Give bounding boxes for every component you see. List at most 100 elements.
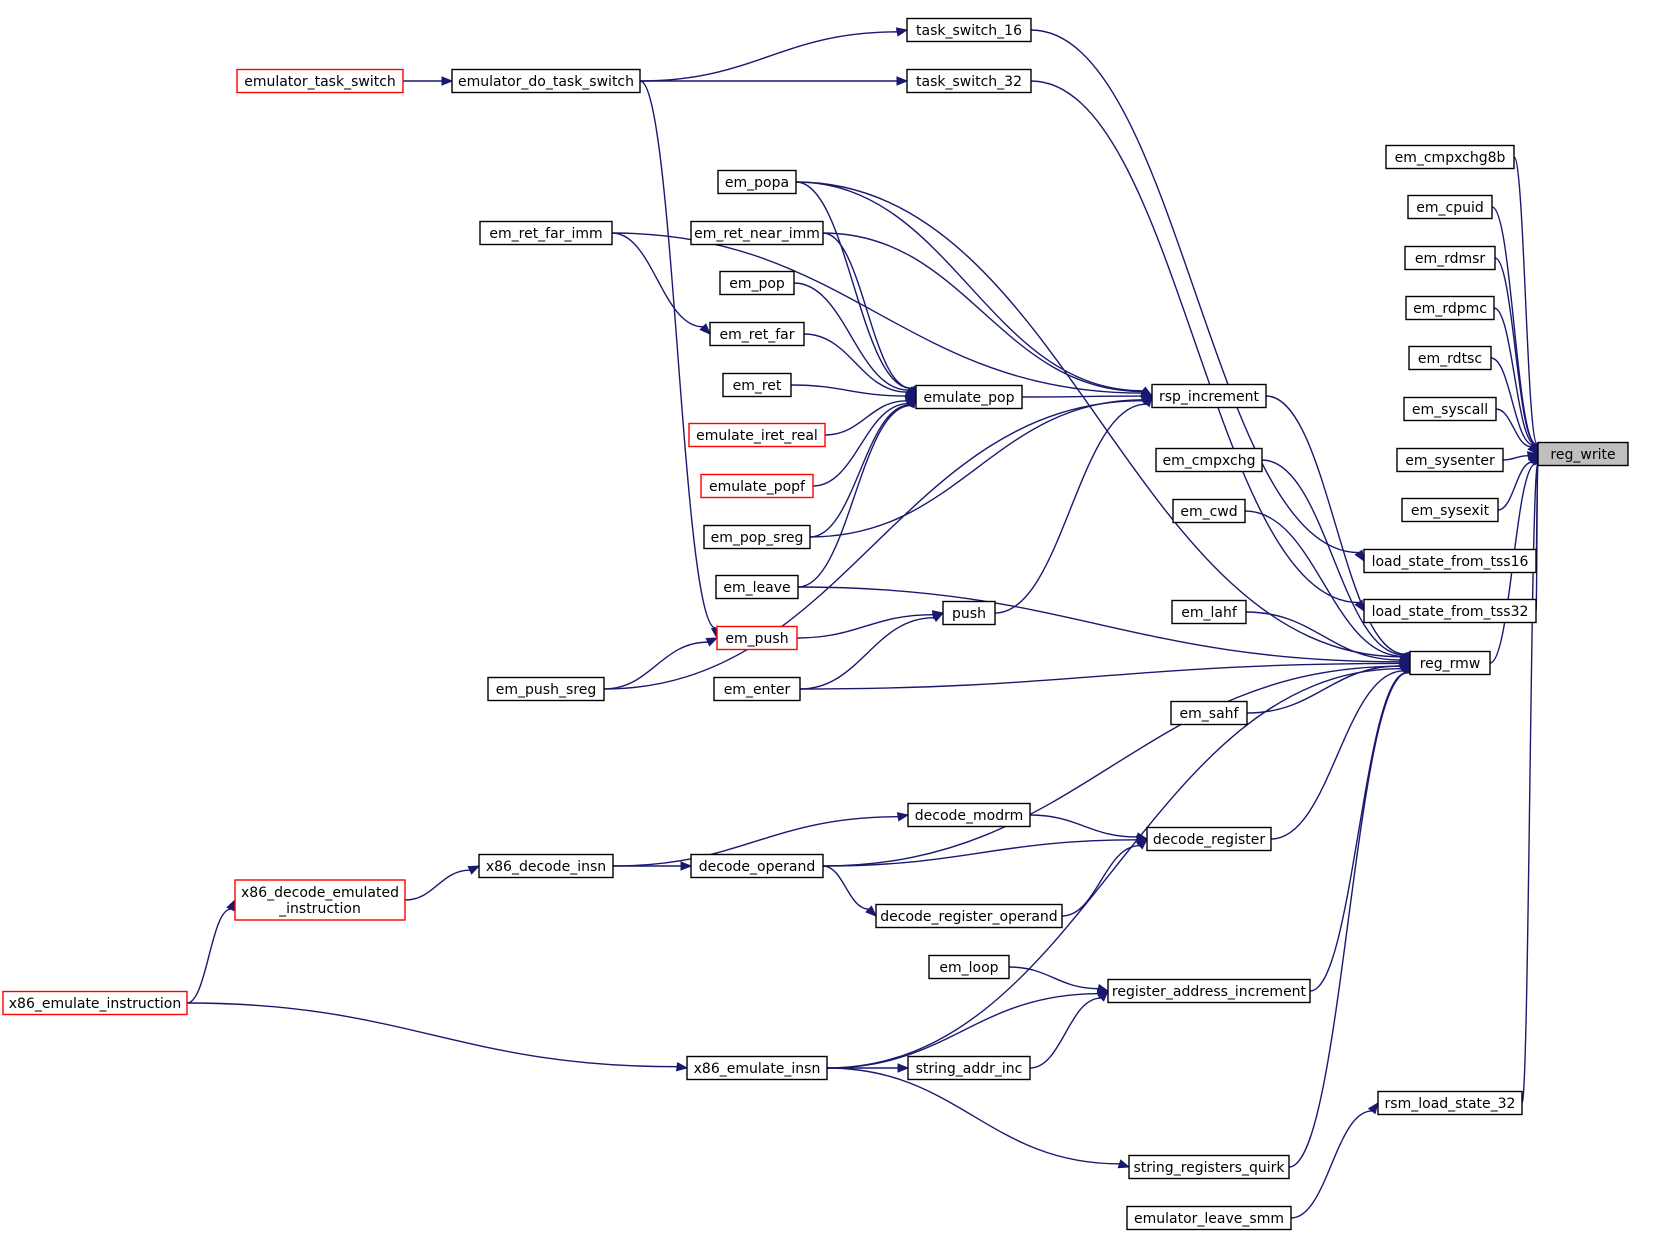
edge-em_ret_far-to-emulate_pop <box>803 333 918 398</box>
nodes-layer: reg_write em_cmpxchg8b em_cpuid em_rdmsr em_… <box>2 17 1629 1231</box>
node-emulate_iret_real[interactable]: emulate_iret_real <box>688 422 826 448</box>
node-em_push_sreg[interactable]: em_push_sreg <box>487 676 605 702</box>
node-em_cmpxchg8b[interactable]: em_cmpxchg8b <box>1385 144 1515 170</box>
node-decode_register_operand[interactable]: decode_register_operand <box>875 903 1063 929</box>
node-rsp_increment[interactable]: rsp_increment <box>1151 383 1267 409</box>
arrowhead-icon <box>1140 395 1154 406</box>
node-emulator_task_switch[interactable]: emulator_task_switch <box>236 68 404 94</box>
edge-line <box>1261 459 1405 656</box>
node-label: em_rdmsr <box>1415 251 1486 267</box>
edge-em_cwd-to-reg_rmw <box>1244 510 1411 664</box>
node-emulate_pop[interactable]: emulate_pop <box>915 384 1023 410</box>
node-register_address_increment[interactable]: register_address_increment <box>1107 978 1311 1004</box>
edge-line <box>826 992 1099 1069</box>
edge-emulator_do_task_switch-to-task_switch_16 <box>639 27 909 82</box>
node-label: em_pop_sreg <box>711 530 804 546</box>
node-label: x86_emulate_instruction <box>9 996 181 1012</box>
node-x86_decode_emulated_instruction[interactable]: x86_decode_emulated_instruction <box>234 879 406 921</box>
node-em_pop_sreg[interactable]: em_pop_sreg <box>703 524 811 550</box>
node-load_state_from_tss32[interactable]: load_state_from_tss32 <box>1363 598 1537 624</box>
edge-line <box>809 399 1143 538</box>
node-push[interactable]: push <box>942 600 996 626</box>
node-em_sysexit[interactable]: em_sysexit <box>1401 497 1499 523</box>
node-em_cpuid[interactable]: em_cpuid <box>1407 194 1493 220</box>
node-em_rdpmc[interactable]: em_rdpmc <box>1405 295 1495 321</box>
node-x86_emulate_insn[interactable]: x86_emulate_insn <box>686 1055 828 1081</box>
node-x86_decode_insn[interactable]: x86_decode_insn <box>478 853 614 879</box>
edge-line <box>1493 307 1536 446</box>
node-em_rdtsc[interactable]: em_rdtsc <box>1408 345 1492 371</box>
node-em_cmpxchg[interactable]: em_cmpxchg <box>1155 447 1263 473</box>
node-decode_operand[interactable]: decode_operand <box>690 853 824 879</box>
node-box <box>688 422 826 448</box>
arrowhead-icon <box>897 1063 910 1073</box>
node-box <box>487 676 605 702</box>
node-em_sysenter[interactable]: em_sysenter <box>1396 447 1504 473</box>
node-em_ret_near_imm[interactable]: em_ret_near_imm <box>690 220 824 246</box>
node-em_pop[interactable]: em_pop <box>719 270 795 296</box>
edge-line <box>1265 395 1406 655</box>
node-em_cwd[interactable]: em_cwd <box>1172 498 1246 524</box>
node-em_loop[interactable]: em_loop <box>928 954 1010 980</box>
node-em_sahf[interactable]: em_sahf <box>1170 700 1248 726</box>
node-label: em_loop <box>939 960 998 976</box>
node-emulator_leave_smm[interactable]: emulator_leave_smm <box>1126 1205 1292 1231</box>
node-em_rdmsr[interactable]: em_rdmsr <box>1404 245 1496 271</box>
arrowhead-icon <box>1367 1101 1379 1115</box>
node-rsm_load_state_32[interactable]: rsm_load_state_32 <box>1377 1090 1523 1116</box>
edge-line <box>790 384 907 397</box>
edge-em_push_sreg-to-rsp_increment <box>603 395 1154 690</box>
node-box <box>717 169 797 195</box>
edge-line <box>1008 966 1099 990</box>
node-label: decode_modrm <box>915 808 1024 824</box>
node-em_popa[interactable]: em_popa <box>717 169 797 195</box>
node-em_leave[interactable]: em_leave <box>715 574 799 600</box>
node-label: em_enter <box>724 682 791 698</box>
node-decode_register[interactable]: decode_register <box>1146 826 1272 852</box>
node-em_syscall[interactable]: em_syscall <box>1403 396 1497 422</box>
arrowhead-icon <box>931 612 945 623</box>
edge-em_popa-to-reg_rmw <box>795 181 1412 664</box>
node-label: em_ret <box>733 378 782 394</box>
node-emulate_popf[interactable]: emulate_popf <box>700 473 814 499</box>
node-box <box>1407 194 1493 220</box>
edge-emulate_popf-to-emulate_pop <box>812 396 918 487</box>
node-em_ret_far[interactable]: em_ret_far <box>709 321 805 347</box>
node-em_ret[interactable]: em_ret <box>722 372 792 398</box>
node-decode_modrm[interactable]: decode_modrm <box>907 802 1031 828</box>
edge-line <box>1290 1110 1373 1219</box>
node-box <box>1401 497 1499 523</box>
node-reg_write[interactable]: reg_write <box>1537 441 1629 467</box>
node-reg_rmw[interactable]: reg_rmw <box>1409 650 1491 676</box>
node-em_lahf[interactable]: em_lahf <box>1171 599 1247 625</box>
edge-line <box>809 404 910 538</box>
node-box <box>719 270 795 296</box>
node-box <box>478 853 614 879</box>
node-task_switch_16[interactable]: task_switch_16 <box>906 17 1032 43</box>
node-em_enter[interactable]: em_enter <box>713 676 801 702</box>
node-load_state_from_tss16[interactable]: load_state_from_tss16 <box>1363 548 1537 574</box>
node-x86_emulate_instruction[interactable]: x86_emulate_instruction <box>2 990 188 1016</box>
node-string_registers_quirk[interactable]: string_registers_quirk <box>1128 1154 1290 1180</box>
edge-em_leave-to-reg_rmw <box>797 586 1412 667</box>
node-box <box>716 625 798 651</box>
node-label: em_ret_far <box>719 327 794 343</box>
node-em_push[interactable]: em_push <box>716 625 798 651</box>
node-box <box>942 600 996 626</box>
node-em_ret_far_imm[interactable]: em_ret_far_imm <box>479 220 613 246</box>
edge-decode_modrm-to-decode_register <box>1029 814 1149 842</box>
edge-string_addr_inc-to-register_address_increment <box>1029 990 1109 1069</box>
node-box <box>1409 650 1491 676</box>
node-label: string_addr_inc <box>916 1061 1023 1077</box>
edge-line <box>1029 997 1101 1069</box>
node-string_addr_inc[interactable]: string_addr_inc <box>907 1055 1031 1081</box>
edge-em_enter-to-push <box>799 612 945 690</box>
node-emulator_do_task_switch[interactable]: emulator_do_task_switch <box>451 68 641 94</box>
node-task_switch_32[interactable]: task_switch_32 <box>906 68 1032 94</box>
node-box <box>1405 295 1495 321</box>
edge-em_leave-to-emulate_pop <box>797 395 917 588</box>
node-label: em_cmpxchg <box>1163 453 1256 469</box>
edge-line <box>186 908 231 1004</box>
edge-line <box>1502 454 1529 461</box>
edge-line <box>799 662 1401 690</box>
